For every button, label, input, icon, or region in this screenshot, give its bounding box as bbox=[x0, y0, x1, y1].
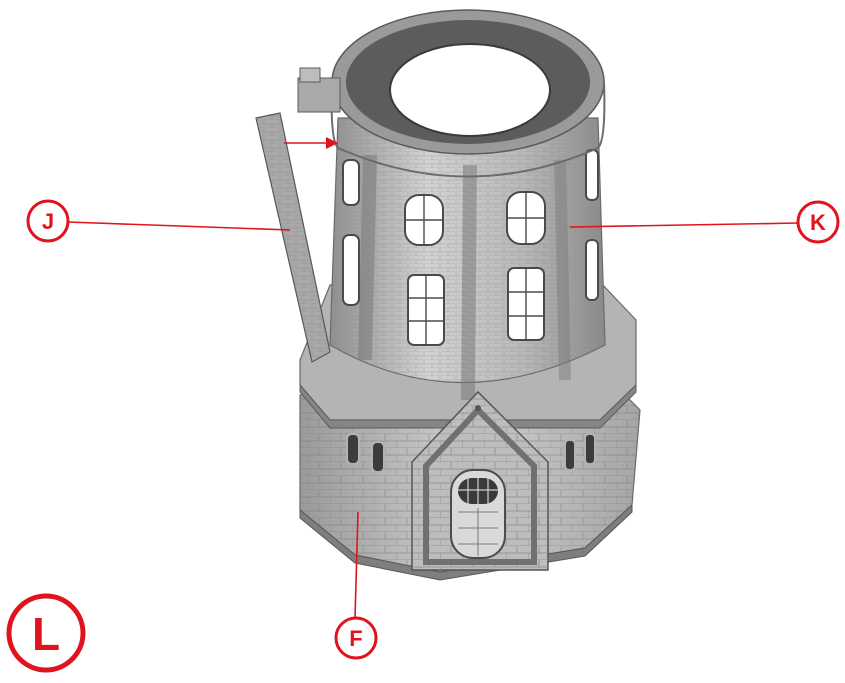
callout-j: J bbox=[26, 199, 291, 243]
callout-circle-f bbox=[334, 616, 378, 660]
step-circle-l bbox=[6, 593, 86, 673]
callout-circle-j bbox=[26, 199, 70, 243]
windmill-tower-model bbox=[255, 9, 641, 581]
leader-line-k bbox=[569, 222, 800, 228]
pointer-arrow bbox=[284, 137, 338, 149]
callout-f: F bbox=[334, 511, 378, 660]
callout-label-j: J bbox=[42, 209, 54, 234]
step-label-l: L bbox=[32, 608, 60, 660]
top-rim bbox=[297, 9, 606, 178]
leader-line-j bbox=[67, 221, 291, 231]
callout-label-k: K bbox=[810, 210, 826, 235]
chimney-stack bbox=[255, 112, 331, 363]
tower-body bbox=[329, 117, 606, 401]
callout-k: K bbox=[569, 200, 840, 244]
callout-circle-k bbox=[796, 200, 840, 244]
step-marker-l: L bbox=[6, 593, 86, 673]
callout-label-f: F bbox=[349, 626, 362, 651]
front-gable-porch bbox=[411, 390, 549, 571]
leader-line-f bbox=[354, 511, 359, 619]
